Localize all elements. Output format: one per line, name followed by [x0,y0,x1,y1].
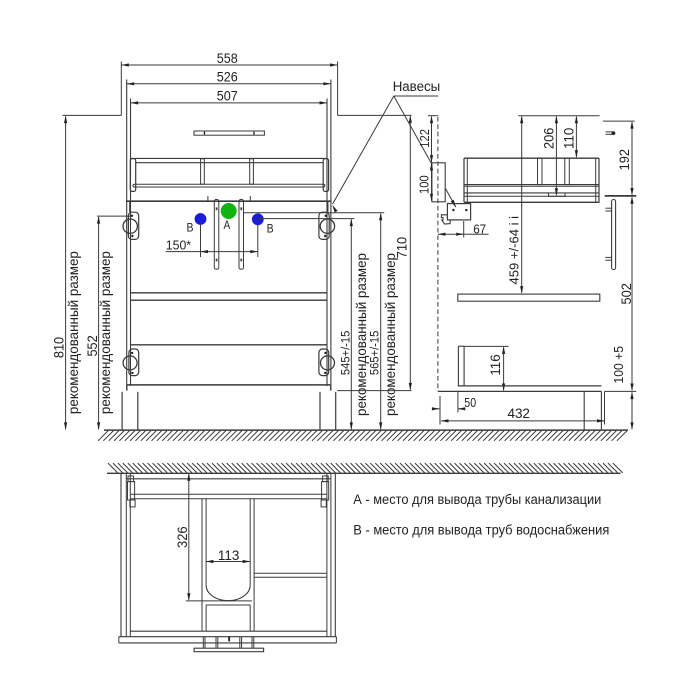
svg-text:Навесы: Навесы [393,79,441,95]
svg-text:122: 122 [417,129,432,148]
svg-text:116: 116 [487,354,503,375]
svg-text:рекомендованный размер: рекомендованный размер [354,253,369,416]
svg-text:67: 67 [473,221,486,236]
svg-text:100 +5: 100 +5 [611,346,626,384]
svg-text:50: 50 [464,395,476,410]
svg-text:рекомендованный размер: рекомендованный размер [383,253,398,416]
svg-text:206: 206 [541,127,557,148]
svg-text:502: 502 [618,283,634,304]
svg-text:100: 100 [416,175,431,194]
svg-text:В - место для вывода труб водо: В - место для вывода труб водоснабжения [353,523,609,539]
svg-text:В: В [187,222,194,234]
svg-text:113: 113 [218,547,240,563]
svg-text:326: 326 [174,526,190,548]
svg-text:432: 432 [507,405,530,421]
svg-text:рекомендованный размер: рекомендованный размер [66,251,81,414]
svg-text:710: 710 [394,237,410,258]
svg-text:А - место для вывода трубы кан: А - место для вывода трубы канализации [353,492,601,508]
svg-text:565+/-15: 565+/-15 [367,330,381,375]
svg-text:459 +/-64 i i: 459 +/-64 i i [506,216,521,285]
svg-text:150*: 150* [166,237,191,252]
svg-text:рекомендованный размер: рекомендованный размер [98,251,113,414]
svg-text:552: 552 [84,335,100,356]
svg-text:507: 507 [217,88,238,104]
svg-text:526: 526 [217,69,238,85]
svg-text:В: В [267,223,274,235]
svg-text:А: А [224,220,231,232]
svg-text:558: 558 [217,50,238,66]
svg-text:810: 810 [51,337,67,358]
svg-text:192: 192 [616,149,632,170]
svg-text:110: 110 [561,127,577,148]
svg-text:545+/-15: 545+/-15 [339,330,353,375]
